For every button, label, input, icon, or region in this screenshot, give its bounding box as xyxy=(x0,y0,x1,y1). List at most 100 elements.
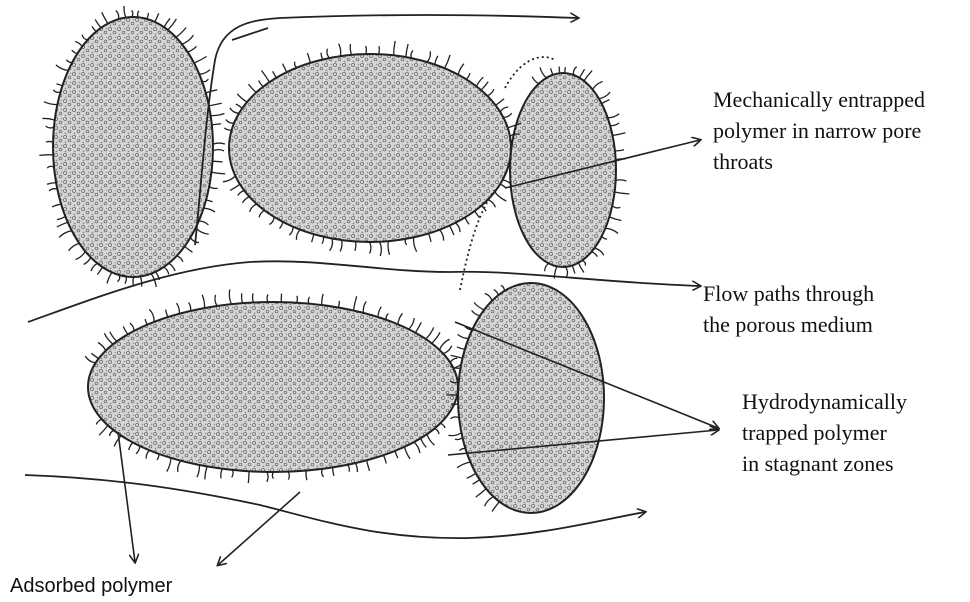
polymer-strand xyxy=(582,261,586,266)
polymer-strand xyxy=(157,454,159,460)
polymer-strand xyxy=(129,442,133,450)
polymer-strand xyxy=(146,450,149,458)
polymer-strand xyxy=(243,197,250,203)
polymer-strand xyxy=(616,180,627,181)
polymer-strand xyxy=(226,120,234,124)
polymer-strand xyxy=(280,222,283,229)
polymer-strand xyxy=(432,332,440,343)
polymer-strand xyxy=(573,67,576,75)
polymer-strand xyxy=(384,455,387,463)
polymer-strand xyxy=(465,218,469,225)
polymer-strand xyxy=(473,480,480,485)
polymer-strand xyxy=(289,227,293,235)
polymer-strand xyxy=(551,68,553,75)
polymer-strand xyxy=(414,237,417,251)
polymer-strand xyxy=(378,307,381,317)
adsorbed-pointer-right xyxy=(218,492,300,565)
polymer-strand xyxy=(599,92,610,99)
polymer-strand xyxy=(57,222,68,227)
polymer-strand xyxy=(406,44,408,57)
polymer-strand xyxy=(253,293,254,302)
polymer-strand xyxy=(367,460,370,471)
polymer-strand xyxy=(72,50,78,54)
polymer-strand xyxy=(496,99,505,106)
polymer-strand xyxy=(125,277,126,284)
polymer-strand xyxy=(130,323,134,331)
grain-bottom-left xyxy=(88,302,458,472)
polymer-strand xyxy=(609,217,621,221)
polymer-strand xyxy=(46,126,54,128)
polymer-strand xyxy=(202,295,204,308)
polymer-strand xyxy=(613,133,626,136)
hydrodynamic-trapping-line-2: trapped polymer xyxy=(742,417,907,448)
polymer-strand xyxy=(66,60,72,63)
polymer-strand xyxy=(138,11,139,18)
polymer-strand xyxy=(327,49,329,58)
polymer-strand xyxy=(330,239,333,251)
polymer-strand xyxy=(487,89,494,96)
polymer-strand xyxy=(267,295,268,303)
polymer-strand xyxy=(363,302,366,313)
polymer-strand xyxy=(117,275,119,282)
polymer-strand xyxy=(215,295,217,306)
mechanical-entrapment-line-3: throats xyxy=(713,146,925,177)
polymer-strand xyxy=(56,65,68,71)
polymer-strand xyxy=(140,277,142,287)
hydrodynamic-trapping-line-3: in stagnant zones xyxy=(742,448,907,479)
polymer-strand xyxy=(443,346,452,354)
polymer-strand xyxy=(232,470,233,478)
polymer-strand xyxy=(339,44,341,56)
polymer-strand xyxy=(450,358,457,363)
polymer-strand xyxy=(355,463,357,472)
polymer-strand xyxy=(449,433,462,436)
polymer-strand xyxy=(312,234,314,242)
mechanical-entrapment-line-1: Mechanically entrapped xyxy=(713,84,925,115)
adsorbed-pointer-left xyxy=(118,432,135,562)
polymer-strand xyxy=(202,79,208,82)
polymer-strand xyxy=(366,46,367,54)
polymer-strand xyxy=(155,13,159,22)
polymer-strand xyxy=(414,442,420,453)
polymer-strand xyxy=(610,123,619,126)
polymer-strand xyxy=(224,128,231,130)
polymer-strand xyxy=(457,347,465,349)
polymer-strand xyxy=(455,437,462,439)
polymer-strand xyxy=(69,243,80,250)
polymer-strand xyxy=(204,208,215,212)
polymer-strand xyxy=(85,356,95,363)
polymer-strand xyxy=(213,161,223,162)
polymer-strand xyxy=(340,240,342,251)
polymer-strand xyxy=(404,447,410,459)
polymer-strand xyxy=(409,318,415,329)
polymer-strand xyxy=(46,141,53,142)
mechanical-entrapment-label: Mechanically entrapped polymer in narrow… xyxy=(713,84,925,177)
polymer-strand xyxy=(602,236,607,239)
polymer-strand xyxy=(197,465,200,477)
polymer-strand xyxy=(259,81,264,87)
polymer-strand xyxy=(350,44,351,55)
polymer-strand xyxy=(426,327,434,339)
polymer-strand xyxy=(199,221,209,225)
polymer-strand xyxy=(177,256,183,262)
polymer-strand xyxy=(209,103,222,106)
polymer-strand xyxy=(411,50,413,58)
polymer-strand xyxy=(472,310,480,315)
polymer-strand xyxy=(209,187,217,189)
polymer-strand xyxy=(427,434,435,445)
polymer-strand xyxy=(272,472,273,479)
polymer-strand xyxy=(221,469,223,479)
polymer-strand xyxy=(440,423,445,428)
polymer-strand xyxy=(476,77,483,86)
polymer-strand xyxy=(388,241,389,255)
polymer-strand xyxy=(212,172,226,174)
polymer-strand xyxy=(229,289,231,304)
polymer-strand xyxy=(91,263,97,271)
polymer-strand xyxy=(458,64,464,75)
polymer-strand xyxy=(333,468,334,476)
polymer-strand xyxy=(75,42,82,47)
polymer-strand xyxy=(194,57,207,64)
polymer-strand xyxy=(451,404,458,405)
polymer-strand xyxy=(455,223,460,232)
polymer-strand xyxy=(386,314,388,320)
polymer-strand xyxy=(545,263,549,271)
